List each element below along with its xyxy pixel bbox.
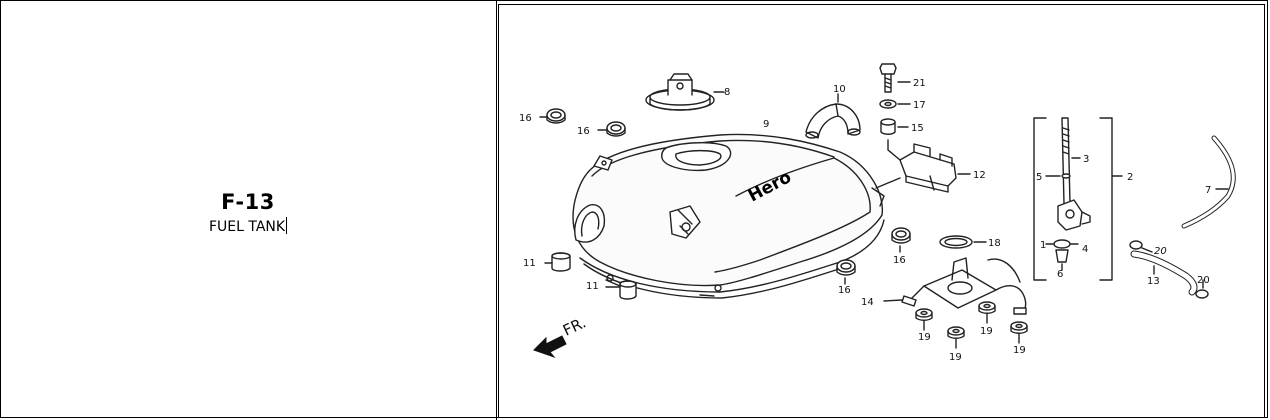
cushion-16-d [836,259,856,285]
text-cursor [286,217,288,234]
nut-19-c [978,301,996,324]
callout-4: 4 [1082,244,1088,255]
callout-16-b: 16 [577,126,590,137]
clip-20-a [1129,240,1153,253]
nut-19-d [1010,321,1028,344]
packing-ring-18 [939,235,987,249]
callout-labels: 1 2 3 4 5 6 7 8 9 10 11 11 12 13 14 15 1… [519,78,1211,363]
callout-21: 21 [913,78,926,89]
callout-20-b: 20 [1197,275,1210,286]
fuel-tube-13 [1130,250,1198,296]
panel-divider [496,0,497,420]
callout-3: 3 [1083,154,1089,165]
callout-7: 7 [1205,185,1211,196]
breather-hose [805,93,861,139]
callout-14: 14 [861,297,874,308]
front-direction-arrow-icon [533,335,567,359]
callout-19-a: 19 [918,332,931,343]
fuel-level-unit [883,257,1027,315]
callout-19-d: 19 [1013,345,1026,356]
callout-5: 5 [1036,172,1042,183]
callout-2: 2 [1127,172,1133,183]
callout-6: 6 [1057,269,1063,280]
callout-10: 10 [833,84,846,95]
callout-11-a: 11 [523,258,536,269]
clip-20-b [1195,279,1209,299]
callout-1: 1 [1040,240,1046,251]
cushion-16-b [597,121,626,137]
callout-15: 15 [911,123,924,134]
callout-20-a: 20 [1154,246,1167,257]
nut-19-b [947,326,965,349]
callout-18: 18 [988,238,1001,249]
mounting-rubber-11-b [605,280,637,300]
section-name: FUEL TANK [208,219,286,235]
fuel-tube-7 [1181,135,1236,229]
callout-17: 17 [913,100,926,111]
callout-13: 13 [1147,276,1160,287]
mounting-rubber-11-a [544,252,571,272]
mounting-bracket [875,139,971,193]
fuel-cock-assembly [1033,117,1123,281]
callout-12: 12 [973,170,986,181]
section-code: F-13 [221,190,275,214]
callout-19-b: 19 [949,352,962,363]
callout-16-c: 16 [893,255,906,266]
title-panel: F-13 FUEL TANK [0,0,496,420]
collar-15 [880,118,909,135]
callout-9: 9 [763,119,769,130]
callout-16-d: 16 [838,285,851,296]
fuel-tank [572,133,885,299]
callout-8: 8 [724,87,730,98]
bolt-21 [879,63,911,93]
callout-11-b: 11 [586,281,599,292]
section-name-wrapper[interactable]: FUEL TANK [0,217,496,235]
callout-16-a: 16 [519,113,532,124]
cushion-16-c [891,227,911,253]
washer-17 [879,99,911,109]
fuel-cap [645,73,725,111]
front-direction-label: FR. [560,313,589,339]
nut-19-a [915,308,933,331]
cushion-16-a [539,108,566,124]
callout-19-c: 19 [980,326,993,337]
